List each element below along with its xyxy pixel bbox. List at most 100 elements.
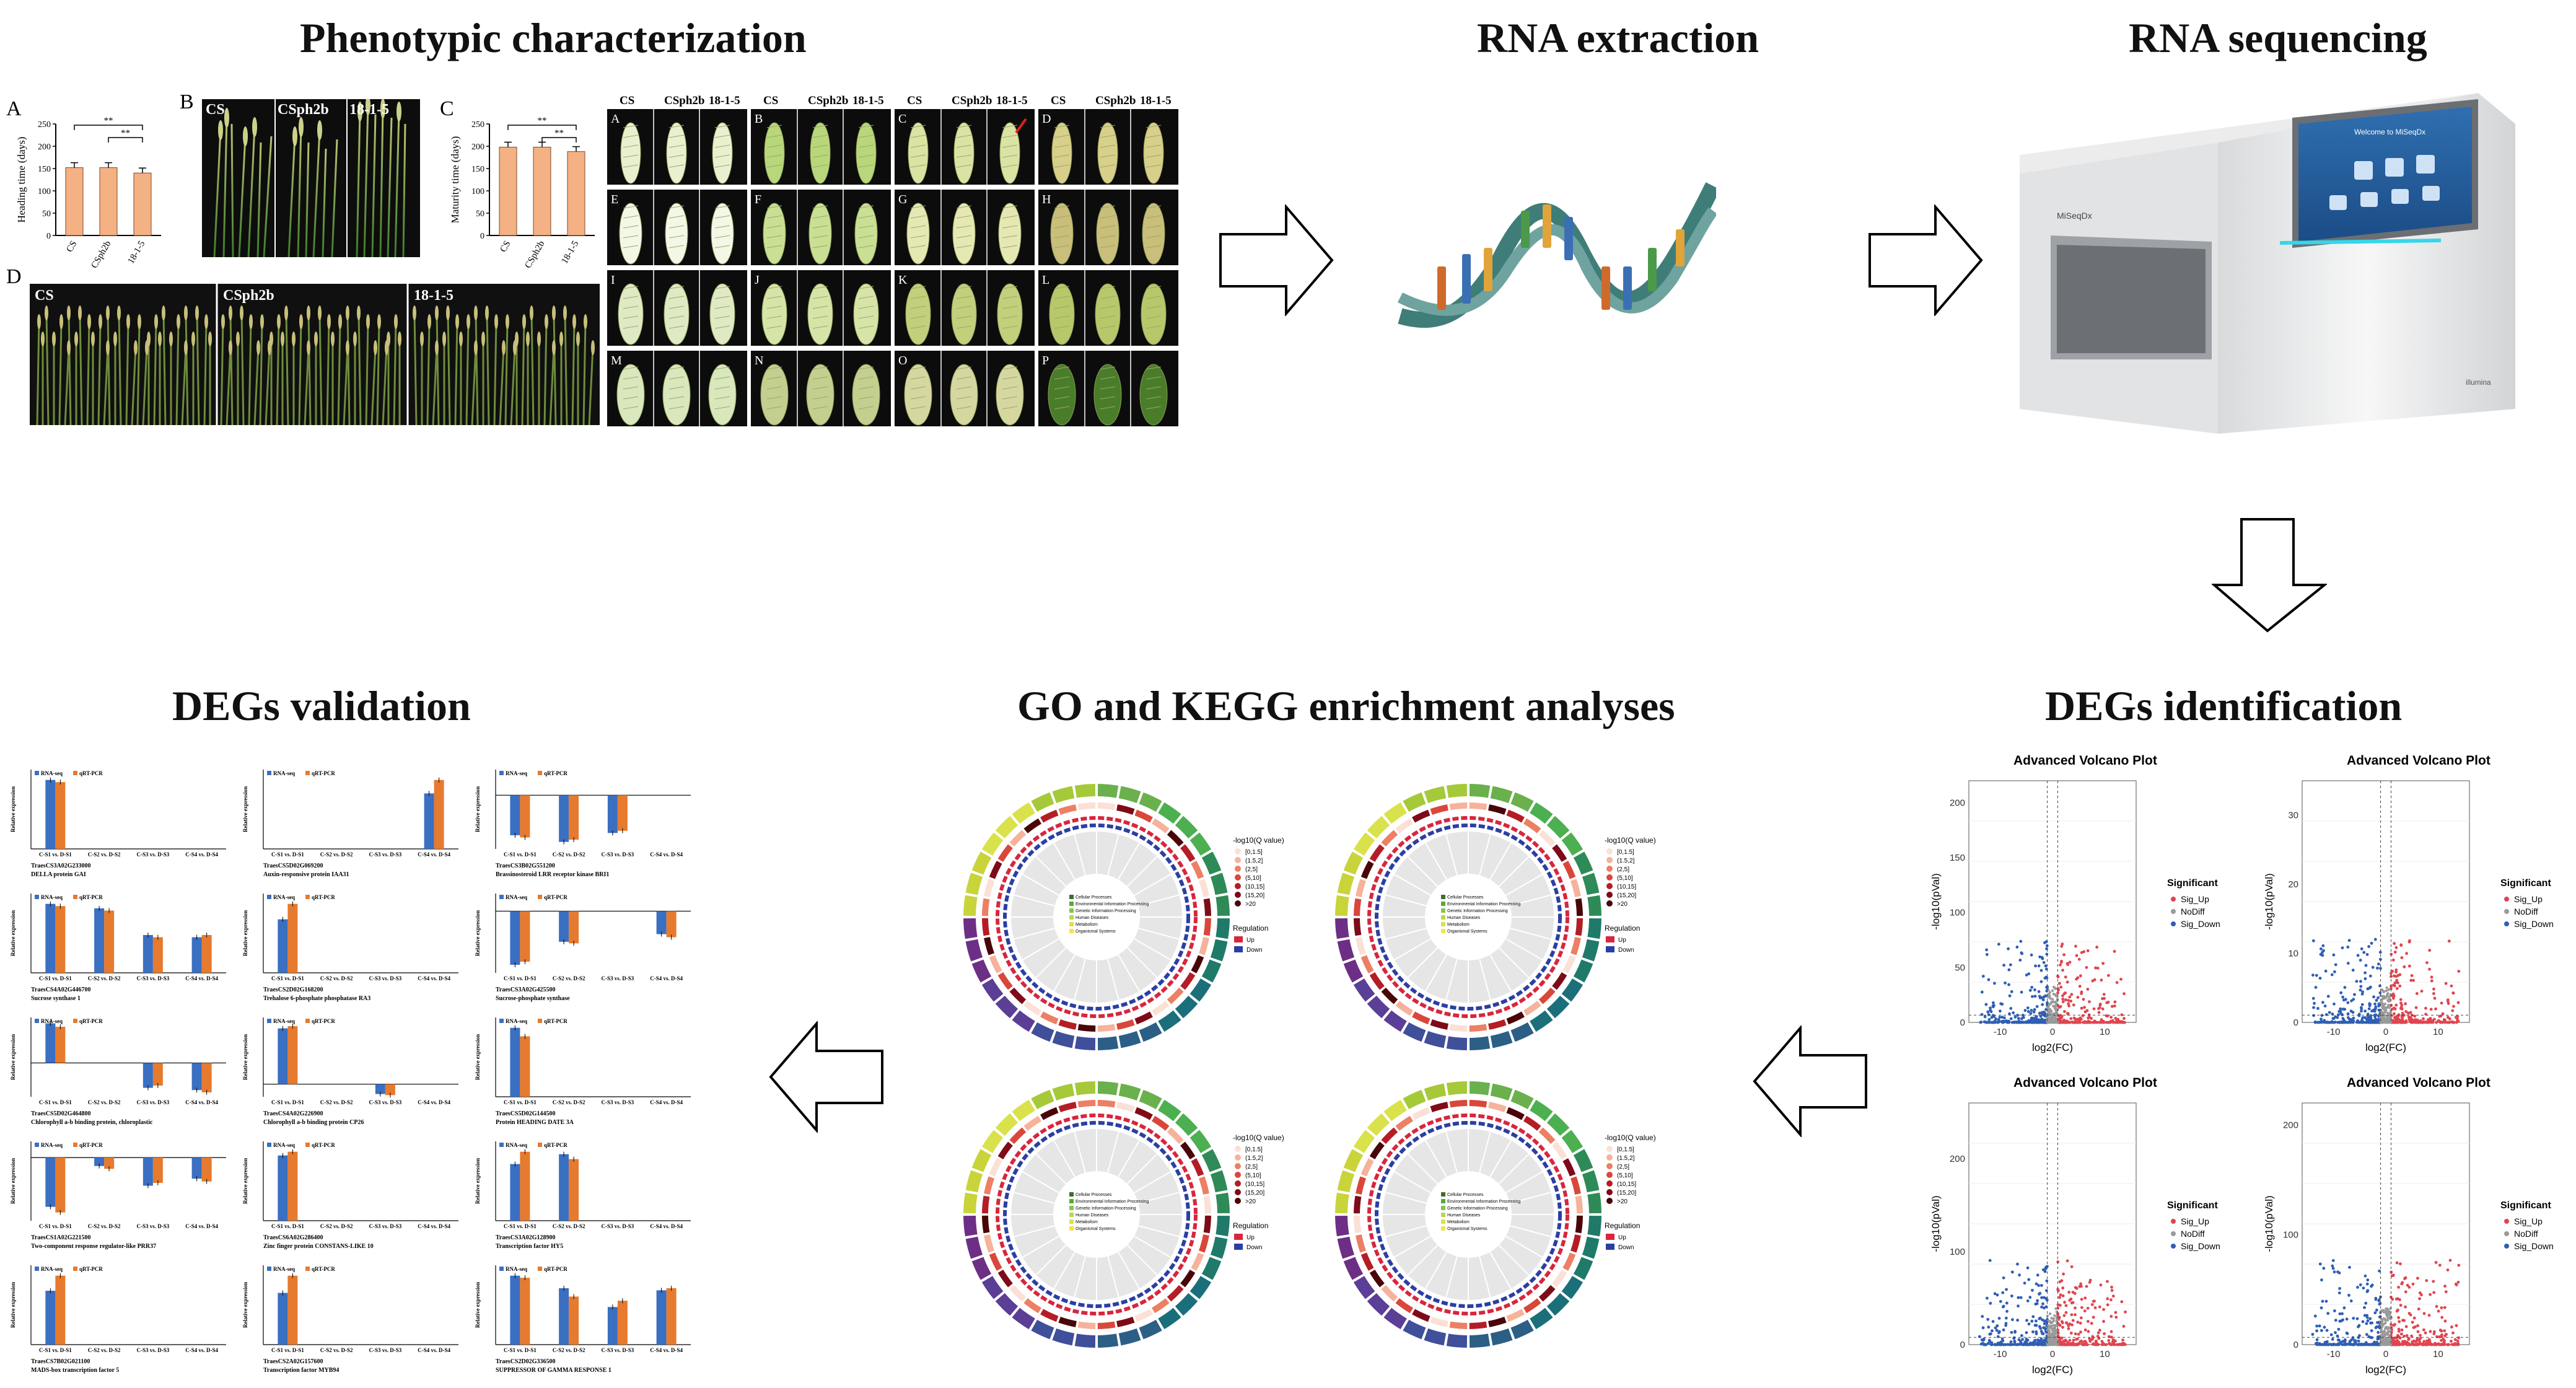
spikelet-line <box>858 215 874 219</box>
volcano-point <box>2360 1009 2363 1013</box>
volcano-point <box>2394 1336 2398 1340</box>
volcano-point <box>2389 1011 2393 1015</box>
circos-spoke <box>1407 1153 1439 1185</box>
volcano-point <box>2086 1306 2090 1310</box>
volcano-point <box>2413 1014 2417 1018</box>
volcano-point <box>2401 1343 2404 1346</box>
validation-bar <box>55 1027 66 1063</box>
volcano-point <box>2035 1017 2038 1021</box>
volcano-point <box>2397 1330 2401 1333</box>
validation-legend-label: RNA-seq <box>506 1266 527 1272</box>
volcano-xtick-label: -10 <box>1994 1027 2007 1037</box>
volcano-point <box>2063 1009 2066 1013</box>
volcano-point <box>2354 1339 2357 1343</box>
validation-comparison-label: C-S4 vs. D-S4 <box>650 975 683 982</box>
volcano-point <box>2049 1001 2053 1005</box>
volcano-point <box>2030 986 2034 989</box>
spike-head <box>537 332 541 346</box>
volcano-point <box>1988 1340 1992 1343</box>
circos-legend-swatch <box>1606 1198 1613 1204</box>
volcano-point <box>2321 1299 2324 1303</box>
volcano-point <box>2356 1286 2359 1289</box>
circos-legend-swatch <box>1606 1180 1613 1187</box>
volcano-point <box>2440 1329 2443 1333</box>
validation-comparison-label: C-S4 vs. D-S4 <box>418 1347 450 1353</box>
volcano-point <box>2330 973 2334 977</box>
spike-head <box>327 314 331 329</box>
volcano-point <box>2039 1330 2043 1333</box>
volcano-point <box>2106 1297 2109 1301</box>
circos-legend-label: [0,1.5] <box>1617 849 1634 856</box>
circos-center <box>1053 874 1140 960</box>
volcano-point <box>2339 991 2343 995</box>
validation-legend-label: RNA-seq <box>41 894 63 900</box>
validation-bar <box>510 1027 520 1097</box>
spike-head <box>318 305 322 320</box>
validation-gene-desc: Sucrose-phosphate synthase <box>496 995 570 1002</box>
validation-bar <box>278 1028 288 1084</box>
circos-outer-sector <box>1582 1236 1600 1259</box>
spike-illustration <box>1051 122 1072 184</box>
circos-outer-sector <box>1210 1236 1228 1259</box>
volcano-point <box>2037 990 2041 993</box>
validation-bar <box>94 1157 105 1166</box>
circos-spoke <box>1505 938 1543 960</box>
circos-outer-sector <box>1573 1149 1593 1172</box>
validation-bar <box>94 908 105 973</box>
volcano-point <box>2043 1322 2046 1325</box>
spikelet-line <box>910 296 926 299</box>
validation-gene-id: TraesCS5D02G464800 <box>31 1110 90 1117</box>
miseqdx-sequencer: Welcome to MiSeqDx MiSeqDx illumina <box>2007 87 2534 446</box>
spike-head <box>37 314 41 329</box>
spike-head <box>59 314 63 329</box>
spikelet-line <box>956 406 972 410</box>
volcano-point <box>2010 1330 2013 1334</box>
volcano-xtick-label: 10 <box>2100 1027 2110 1037</box>
volcano-point <box>2445 1333 2448 1336</box>
volcano-point <box>2023 1281 2026 1285</box>
volcano-point <box>2389 1336 2392 1339</box>
volcano-point <box>2025 1319 2028 1322</box>
circos-center-label: Environmental Information Processing <box>1076 1200 1149 1204</box>
validation-comparison-label: C-S1 vs. D-S1 <box>271 1099 304 1105</box>
validation-bar <box>559 911 569 942</box>
maturity-bar <box>567 151 585 236</box>
spike-header-label: CSph2b <box>664 94 705 107</box>
circos-qvalue-sector <box>1575 918 1583 936</box>
spikelet-line <box>858 305 874 309</box>
stem <box>486 312 490 425</box>
volcano-point <box>2010 1294 2013 1298</box>
spike-head <box>446 305 450 320</box>
volcano-point <box>2068 960 2072 964</box>
volcano-point <box>2414 1006 2418 1009</box>
volcano-point <box>2375 1308 2378 1312</box>
circos-qvalue-sector <box>1180 972 1196 990</box>
volcano-point <box>2075 954 2079 957</box>
spikelet-line <box>623 134 639 138</box>
volcano-point <box>2457 1263 2461 1267</box>
volcano-point <box>2334 963 2337 967</box>
circos-legend-swatch <box>1235 866 1241 872</box>
spikelet-line <box>812 154 828 158</box>
stem <box>521 321 525 425</box>
volcano-point <box>2364 1301 2368 1305</box>
circos-outer-sector <box>1337 1236 1355 1259</box>
volcano-point <box>2422 1312 2426 1316</box>
volcano-point <box>2447 939 2451 943</box>
spike-head <box>91 332 95 346</box>
volcano-point <box>2080 1306 2083 1309</box>
stem <box>471 347 477 425</box>
volcano-ytick-label: 100 <box>1950 1247 1965 1257</box>
validation-legend-label: qRT-PCR <box>79 1266 103 1272</box>
volcano-point <box>2020 1017 2023 1021</box>
volcano-point <box>2371 965 2375 969</box>
spikelet-line <box>1100 245 1116 248</box>
volcano-point <box>2395 1261 2399 1265</box>
panel-letter-d: D <box>6 265 22 288</box>
volcano-point <box>2043 1343 2046 1346</box>
spikelet-line <box>1054 154 1070 158</box>
circos-outer-sector <box>1118 1030 1141 1048</box>
circos-regulation-label: Down <box>1618 947 1634 954</box>
